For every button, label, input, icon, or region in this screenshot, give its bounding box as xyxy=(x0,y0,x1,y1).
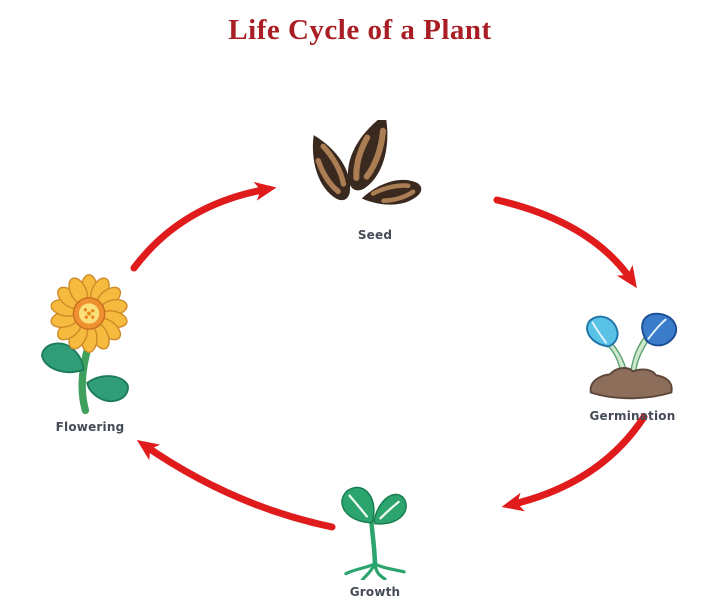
arrow-growth-to-flowering xyxy=(136,440,336,531)
seed-illustration xyxy=(312,120,422,205)
flower-head xyxy=(50,274,128,353)
cotyledon-leaf-right xyxy=(640,312,677,347)
stage-germination: Germination xyxy=(570,312,695,423)
diagram-title: Life Cycle of a Plant xyxy=(228,14,492,46)
seed-top xyxy=(348,120,388,191)
stage-label-flowering: Flowering xyxy=(55,420,125,434)
arrow-germination-to-growth xyxy=(501,413,648,512)
flower-petals xyxy=(50,274,128,353)
seedling-roots xyxy=(344,562,406,580)
stage-flowering: Flowering xyxy=(26,272,154,434)
stage-label-germination: Germination xyxy=(589,409,676,423)
flowering-illustration xyxy=(41,274,129,415)
seedling-stem xyxy=(369,518,378,569)
stage-seed: Seed xyxy=(295,120,455,242)
cotyledon-leaf-left xyxy=(585,315,619,348)
stage-label-growth: Growth xyxy=(349,585,401,599)
stage-label-seed: Seed xyxy=(357,228,393,242)
flower-leaf-right xyxy=(86,375,129,403)
seed-left xyxy=(312,135,351,201)
flower-leaf-left xyxy=(41,342,85,374)
arrow-flowering-to-seed xyxy=(130,181,277,272)
growth-illustration xyxy=(341,486,407,580)
arrow-seed-to-germination xyxy=(493,196,637,289)
stage-growth: Growth xyxy=(320,482,430,599)
germination-illustration xyxy=(585,312,677,400)
seed-right xyxy=(361,179,422,205)
soil-mound xyxy=(589,367,673,400)
flower-stem xyxy=(78,340,93,415)
